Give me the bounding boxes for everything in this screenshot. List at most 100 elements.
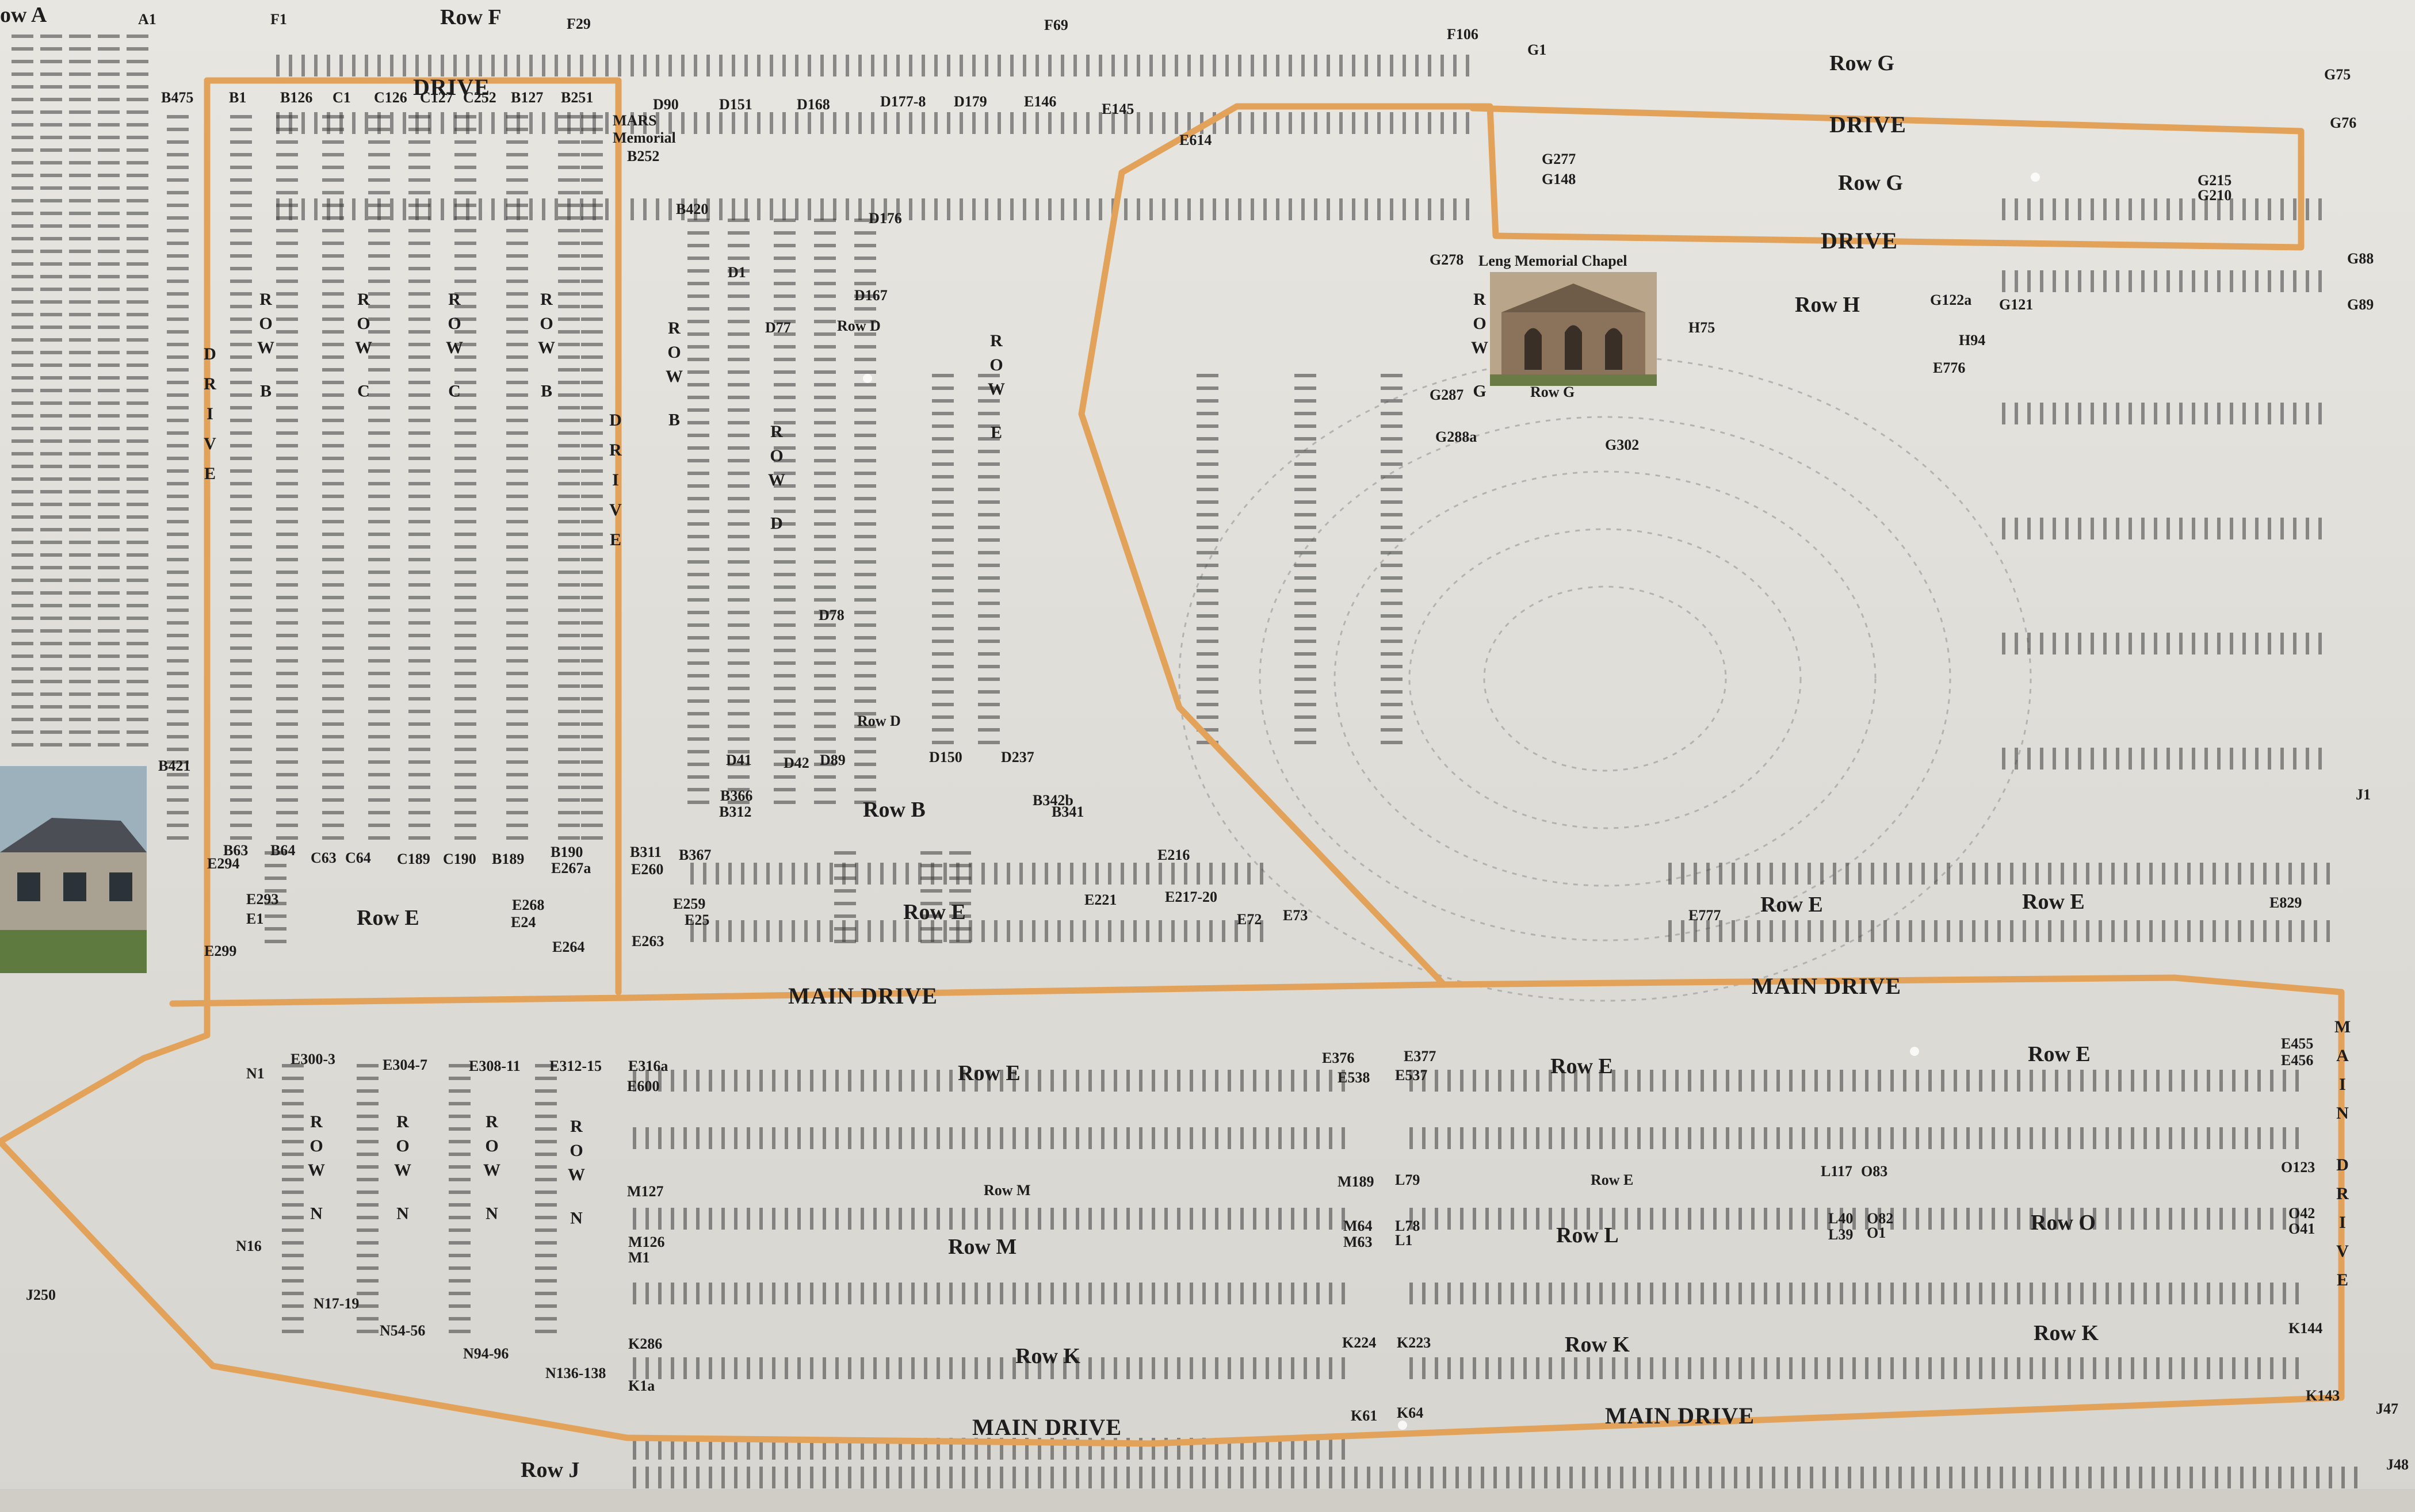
grave-plot (2217, 748, 2221, 770)
grave-plot (823, 1283, 826, 1304)
grave-plot (581, 355, 603, 359)
grave-plot (1197, 576, 1218, 580)
grave-plot (709, 1208, 712, 1230)
grave-plot (1751, 1283, 1755, 1304)
grave-plot (368, 596, 390, 599)
grave-plot (1329, 1283, 1332, 1304)
grave-plot (2141, 748, 2145, 770)
chapel-illustration (1490, 272, 1657, 386)
grave-plot (12, 186, 33, 190)
grave-plot (658, 1357, 662, 1379)
grave-plot (230, 621, 252, 625)
plot-label: D176 (869, 210, 902, 227)
grave-plot (12, 566, 33, 569)
grave-plot (1381, 551, 1403, 554)
grave-plot (230, 722, 252, 726)
grave-plot (368, 431, 390, 435)
grave-plot (972, 198, 976, 220)
grave-plot (1289, 112, 1292, 134)
grave-plot (1941, 1070, 1944, 1092)
grave-plot (987, 1467, 991, 1488)
grave-plot (978, 640, 1000, 643)
plot-label: K224 (1342, 1334, 1376, 1351)
grave-plot (605, 112, 609, 134)
grave-plot (127, 730, 148, 734)
grave-plot (167, 444, 189, 447)
grave-plot (449, 1304, 471, 1308)
grave-plot (1921, 920, 1925, 942)
grave-plot (814, 649, 836, 652)
grave-plot (98, 579, 120, 582)
plot-label: E259 (673, 895, 705, 912)
grave-plot (854, 763, 876, 766)
grave-plot (2162, 863, 2165, 885)
grave-plot (2000, 1467, 2003, 1488)
grave-plot (1726, 1357, 1729, 1379)
grave-plot (1954, 1127, 1957, 1149)
grave-plot (2035, 920, 2039, 942)
grave-plot (535, 1317, 557, 1320)
grave-plot (98, 553, 120, 557)
grave-plot (949, 851, 971, 855)
grave-plot (848, 1070, 851, 1092)
grave-plot (681, 112, 685, 134)
grave-plot (127, 186, 148, 190)
grave-plot (69, 680, 91, 683)
grave-plot (2232, 1127, 2236, 1149)
grave-plot (861, 1127, 864, 1149)
grave-plot (1316, 1127, 1320, 1149)
grave-plot (2166, 198, 2170, 220)
grave-plot (814, 585, 836, 589)
grave-plot (282, 1153, 304, 1156)
grave-plot (2017, 1127, 2020, 1149)
grave-plot (581, 748, 603, 751)
grave-plot (1050, 1127, 1054, 1149)
grave-plot (1301, 55, 1305, 76)
grave-plot (535, 1191, 557, 1194)
grave-plot (322, 608, 344, 612)
grave-plot (728, 573, 750, 576)
grave-plot (1124, 55, 1128, 76)
grave-plot (40, 579, 62, 582)
grave-plot (2295, 1070, 2299, 1092)
plot-ring (1259, 416, 1951, 941)
grave-plot (1650, 1283, 1653, 1304)
grave-plot (230, 431, 252, 435)
grave-plot (581, 431, 603, 435)
grave-plot (774, 598, 796, 602)
grave-plot (581, 824, 603, 827)
grave-plot (1928, 1357, 1932, 1379)
grave-plot (1000, 1438, 1003, 1460)
grave-plot (1381, 386, 1403, 390)
grave-plot (368, 545, 390, 549)
grave-plot (276, 55, 280, 76)
drive-label: DRIVE (1821, 228, 1898, 254)
grave-plot (709, 1283, 712, 1304)
grave-plot (2065, 198, 2069, 220)
grave-plot (911, 1208, 915, 1230)
grave-plot (2175, 863, 2178, 885)
grave-plot (581, 634, 603, 637)
grave-plot (920, 914, 942, 918)
grave-plot (276, 621, 298, 625)
grave-plot (687, 737, 709, 741)
plot-label: G277 (1542, 151, 1576, 167)
grave-plot (2181, 1208, 2185, 1230)
grave-plot (681, 198, 685, 220)
grave-plot (322, 684, 344, 688)
grave-plot (581, 571, 603, 574)
grave-plot (1820, 863, 1824, 885)
grave-plot (1903, 1357, 1906, 1379)
grave-plot (322, 621, 344, 625)
grave-plot (558, 558, 580, 561)
grave-plot (861, 1283, 864, 1304)
grave-plot (2103, 633, 2107, 654)
grave-plot (2086, 863, 2089, 885)
grave-plot (931, 920, 934, 942)
grave-plot (265, 902, 286, 905)
grave-plot (2015, 748, 2018, 770)
grave-plot (975, 1438, 978, 1460)
grave-plot (454, 482, 476, 485)
plot-label: O41 (2288, 1220, 2315, 1237)
grave-plot (1625, 1357, 1628, 1379)
